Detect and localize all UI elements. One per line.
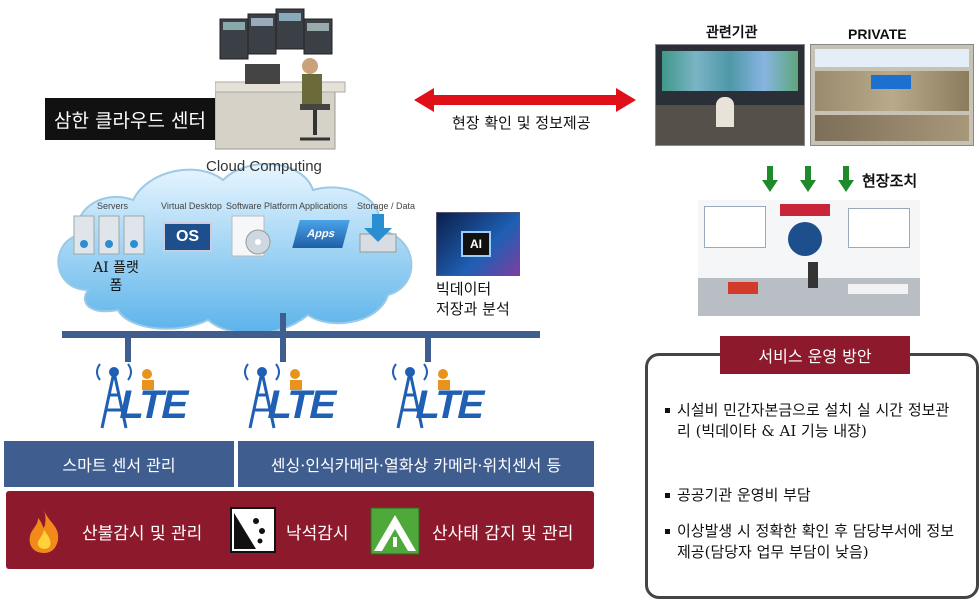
control-room-photo — [655, 44, 805, 146]
storage-data-label: Storage / Data — [357, 201, 416, 211]
center-title: 삼한 클라우드 센터 — [45, 98, 215, 140]
lte-tower-icon — [96, 363, 154, 429]
os-screen-icon: OS — [163, 222, 212, 252]
bullet-icon — [665, 529, 670, 534]
field-action-label: 현장조치 — [862, 172, 918, 190]
software-platform-label: Software Platform — [226, 201, 298, 211]
private-photo-label: PRIVATE — [848, 26, 907, 42]
bullet-icon — [665, 408, 670, 413]
bullet-icon — [665, 493, 670, 498]
lte-label-2: LTE — [263, 383, 340, 427]
applications-label: Applications — [299, 201, 348, 211]
lte-label-3: LTE — [411, 383, 488, 427]
software-disc-icon — [231, 215, 271, 257]
lte-tower-icon — [244, 363, 302, 429]
cloud-computing-label: Cloud Computing — [206, 158, 322, 175]
service-item: 이상발생 시 정확한 확인 후 담당부서에 정보제공(담당자 업무 부담이 낮음… — [665, 521, 955, 563]
servers-label: Servers — [97, 201, 129, 211]
arrow-label: 현장 확인 및 정보제공 — [452, 114, 591, 132]
fire-monitoring-label: 산불감시 및 관리 — [82, 524, 203, 544]
apps-stack-icon: Apps — [292, 220, 350, 248]
service-item: 공공기관 운영비 부담 — [665, 485, 955, 506]
network-drop-2 — [280, 313, 286, 362]
down-arrow-icon — [800, 166, 816, 192]
bidirectional-arrow — [414, 88, 636, 112]
field-action-infographic — [698, 200, 920, 316]
monitoring-bar — [6, 491, 594, 569]
network-drop-3 — [425, 336, 431, 362]
service-item-text: 시설비 민간자본금으로 설치 실 시간 정보관리 (빅데이타 & AI 기능 내… — [677, 401, 950, 440]
virtual-desktop-label: Virtual Desktop — [161, 201, 222, 211]
apps-label: Apps — [305, 228, 337, 240]
service-item-text: 이상발생 시 정확한 확인 후 담당부서에 정보제공(담당자 업무 부담이 낮음… — [677, 522, 955, 561]
ai-platform-label: AI 플랫 폼 — [93, 260, 139, 294]
network-drop-1 — [125, 336, 131, 362]
service-plan-box — [645, 353, 979, 599]
private-monitoring-photo — [810, 44, 974, 146]
down-arrow-icon — [762, 166, 778, 192]
fire-icon — [29, 510, 59, 553]
rockfall-icon — [230, 507, 276, 553]
os-label: OS — [175, 228, 200, 245]
bigdata-label: 빅데이터 저장과 분석 — [436, 280, 510, 318]
ai-chip-label: AI — [461, 231, 491, 257]
landslide-monitoring-label: 산사태 감지 및 관리 — [432, 524, 574, 544]
lte-label-1: LTE — [115, 383, 192, 427]
network-bus — [62, 331, 540, 338]
landslide-icon — [370, 507, 420, 555]
storage-download-icon — [359, 214, 397, 253]
sensing-bar: 센싱·인식카메라·열화상 카메라·위치센서 등 — [238, 441, 594, 487]
service-plan-title: 서비스 운영 방안 — [720, 336, 910, 374]
down-arrow-icon — [838, 166, 854, 192]
ai-chip-image: AI — [436, 212, 520, 276]
servers-icon — [73, 215, 145, 255]
agency-photo-label: 관련기관 — [706, 25, 758, 41]
rockfall-monitoring-label: 낙석감시 — [286, 524, 349, 544]
service-item: 시설비 민간자본금으로 설치 실 시간 정보관리 (빅데이타 & AI 기능 내… — [665, 400, 955, 442]
service-item-text: 공공기관 운영비 부담 — [677, 486, 811, 504]
lte-tower-icon — [392, 363, 450, 429]
operator-workstation-illustration — [215, 8, 346, 150]
smart-sensor-bar: 스마트 센서 관리 — [4, 441, 234, 487]
